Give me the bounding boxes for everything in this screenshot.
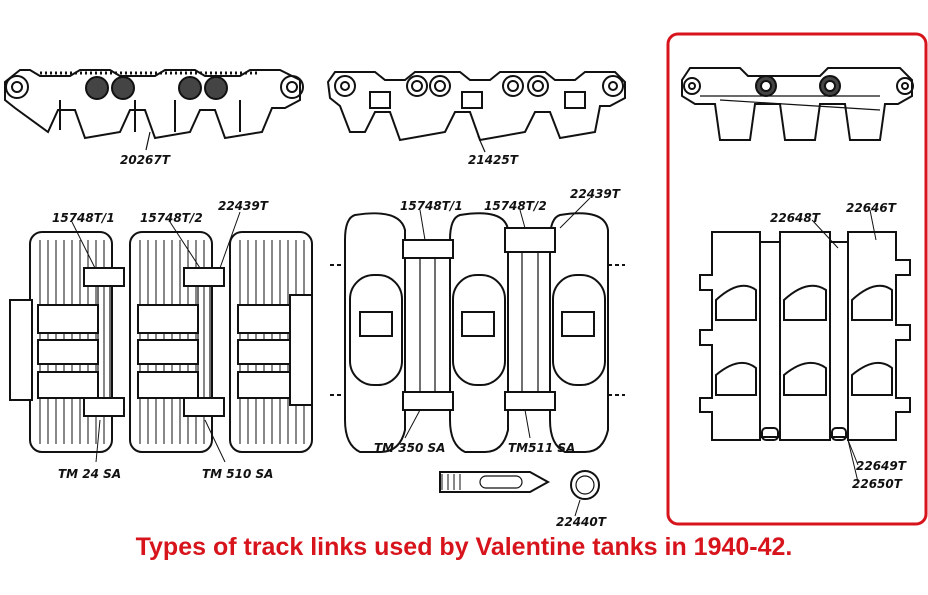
highlight-frame: [666, 32, 928, 526]
figure-caption: Types of track links used by Valentine t…: [135, 533, 793, 561]
label-22650T: 22650T: [852, 477, 903, 491]
label-20267T: 20267T: [120, 153, 171, 167]
pin-part: [439, 471, 551, 493]
collar-part: [570, 470, 600, 517]
label-tm511sa: TM511 SA: [508, 441, 575, 455]
track-plan-view-2: [330, 197, 625, 453]
label-22648T: 22648T: [770, 211, 821, 225]
label-22439T-a: 22439T: [218, 199, 269, 213]
label-15748T-1-a: 15748T/1: [52, 211, 115, 225]
track-plan-view-3: [699, 209, 911, 483]
track-side-view-1: [4, 69, 304, 151]
track-side-view-3: [681, 67, 914, 141]
label-22439T-b: 22439T: [570, 187, 621, 201]
track-plan-view-1: [9, 211, 313, 463]
label-tm24sa: TM 24 SA: [58, 467, 121, 481]
label-15748T-1-b: 15748T/1: [400, 199, 463, 213]
label-22646T: 22646T: [846, 201, 897, 215]
label-22649T: 22649T: [856, 459, 907, 473]
label-21425T: 21425T: [468, 153, 519, 167]
track-side-view-2: [326, 71, 626, 153]
label-22440T: 22440T: [556, 515, 607, 529]
label-15748T-2-b: 15748T/2: [484, 199, 547, 213]
label-tm350sa: TM 350 SA: [374, 441, 445, 455]
label-tm510sa: TM 510 SA: [202, 467, 273, 481]
label-15748T-2-a: 15748T/2: [140, 211, 203, 225]
